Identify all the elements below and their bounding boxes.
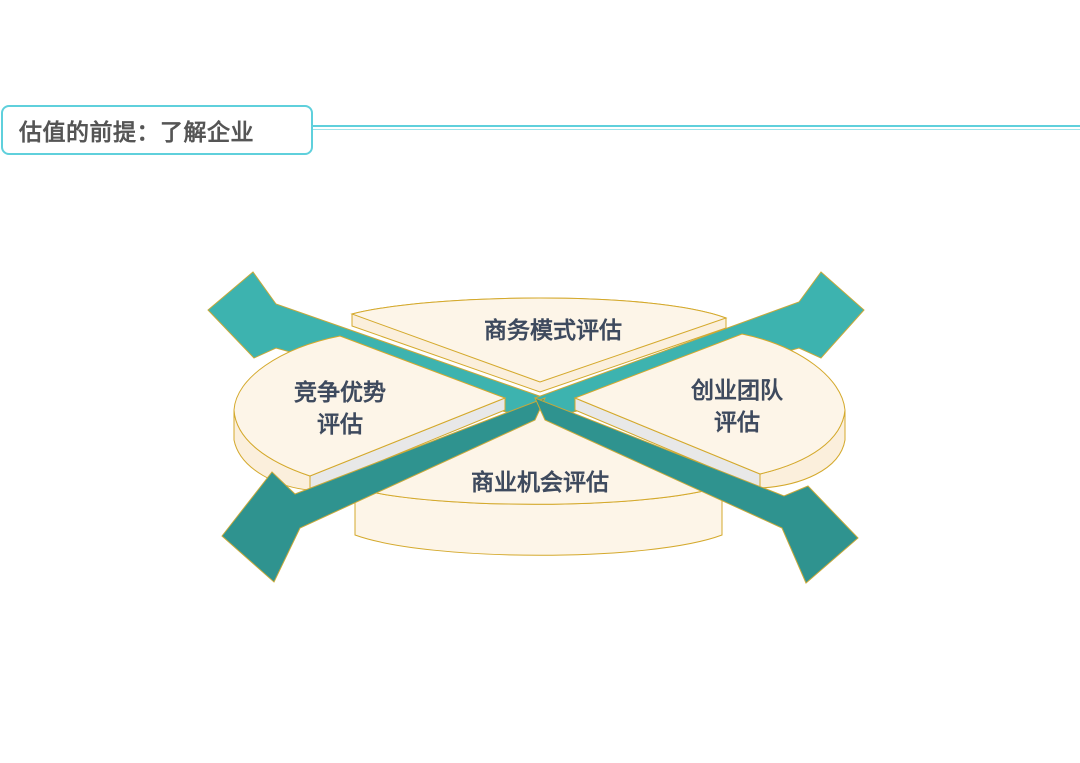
slide-title: 估值的前提：了解企业 <box>1 105 313 155</box>
segment-label-team-line1: 创业团队 <box>690 378 784 404</box>
segment-label-competitive-line2: 评估 <box>317 412 363 438</box>
arrow-lower-right <box>534 397 859 584</box>
segment-founding-team: 创业团队 评估 <box>573 333 846 489</box>
arrow-lower-left <box>221 397 546 583</box>
segment-label-competitive-line1: 竞争优势 <box>294 379 386 406</box>
segment-competitive-advantage: 竞争优势 评估 <box>233 335 507 491</box>
title-underline <box>313 125 1080 130</box>
segment-business-opportunity: 商业机会评估 <box>353 409 724 556</box>
segment-business-model: 商务模式评估 <box>350 297 728 393</box>
segment-label-business-model: 商务模式评估 <box>484 317 622 344</box>
segment-label-opportunity: 商业机会评估 <box>471 469 609 496</box>
segment-label-team-line2: 评估 <box>714 410 760 436</box>
